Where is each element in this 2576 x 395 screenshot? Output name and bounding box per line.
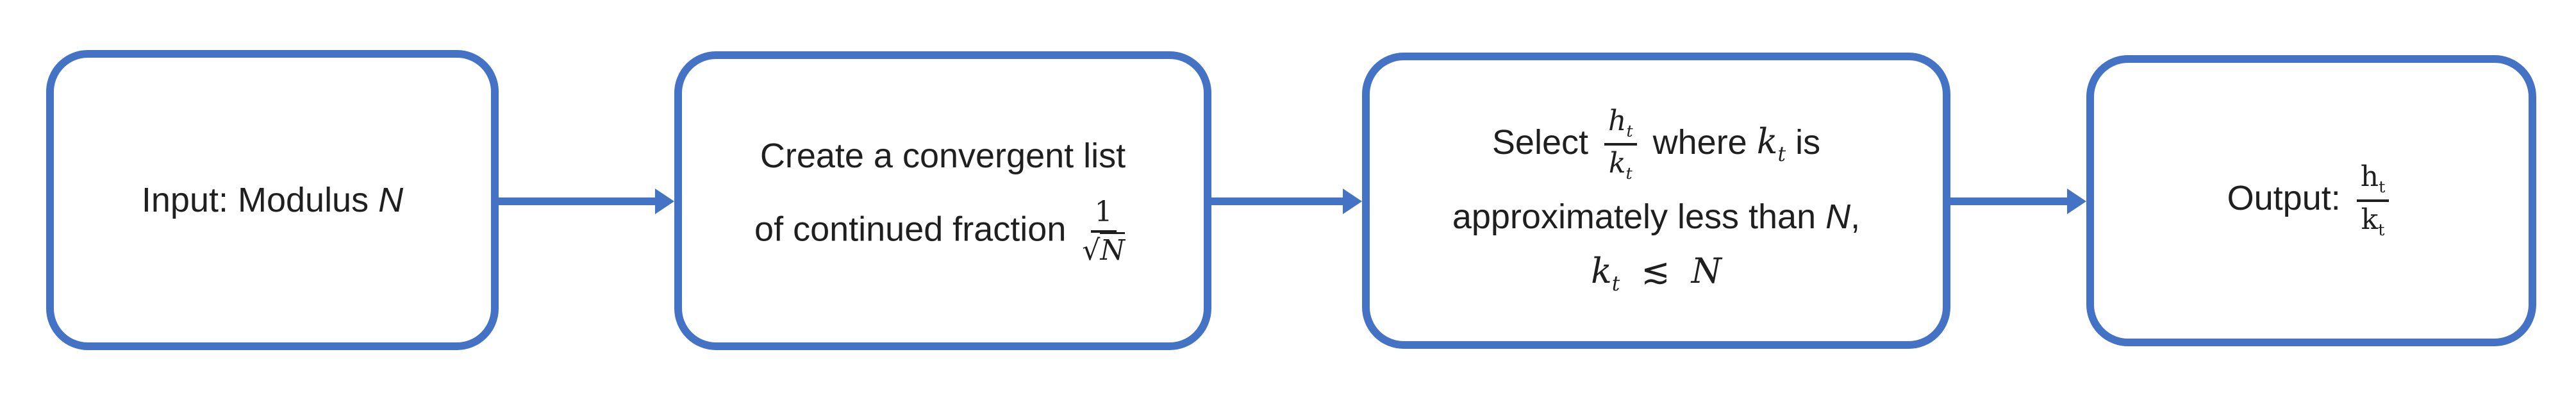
fraction-numerator: 1 [1090, 197, 1117, 233]
ht-over-kt-output-fraction: ht kt [2356, 160, 2389, 239]
k-variable: k [1591, 250, 1612, 291]
where-word: where [1652, 122, 1747, 162]
fraction-denominator: √N [1082, 232, 1125, 267]
k-variable: k [1756, 121, 1778, 162]
fraction-numerator: ht [1604, 106, 1637, 146]
arrow-line [499, 198, 655, 205]
n-variable: N [1691, 250, 1722, 291]
create-list-line1: Create a convergent list [760, 136, 1126, 176]
comma: , [1850, 197, 1861, 236]
is-word: is [1795, 122, 1821, 162]
kt-inline-variable: kt [1756, 121, 1786, 166]
one-over-sqrt-n-fraction: 1 √N [1082, 197, 1125, 267]
fraction-denominator: kt [2361, 202, 2385, 239]
flow-step-output: Output: ht kt [2086, 55, 2536, 346]
radical-sign: √ [1082, 234, 1101, 267]
output-label-text: Output: [2227, 179, 2341, 218]
numerator-subscript: t [2379, 178, 2386, 198]
modulus-variable: N [378, 181, 404, 219]
denominator-subscript: t [1625, 164, 1633, 183]
input-label: Input: Modulus N [142, 180, 403, 220]
select-line3: kt ≲ N [1591, 251, 1722, 296]
flow-arrow-2 [1211, 189, 1362, 214]
n-variable-with-comma: N, [1825, 198, 1860, 236]
flow-step-create-list: Create a convergent list of continued fr… [674, 51, 1211, 350]
create-list-text2: of continued fraction [754, 210, 1067, 249]
select-line1: Select ht kt where kt is [1492, 106, 1820, 183]
denominator-variable: k [1608, 147, 1626, 180]
arrow-line [1211, 198, 1343, 205]
select-line2: approximately less than N, [1452, 197, 1860, 237]
fraction-numerator: ht [2356, 160, 2389, 202]
n-variable: N [1825, 197, 1851, 236]
output-label: Output: ht kt [2227, 162, 2396, 239]
numerator-variable: h [1608, 104, 1627, 137]
k-subscript: t [1777, 143, 1786, 167]
create-list-text1: Create a convergent list [760, 136, 1126, 175]
radicand-variable: N [1100, 232, 1125, 267]
flow-step-input: Input: Modulus N [46, 50, 499, 350]
numerator-variable: h [2360, 160, 2379, 194]
arrow-right-icon [655, 189, 674, 214]
approximately-text: approximately less than [1452, 197, 1816, 236]
numerator-subscript: t [1626, 121, 1633, 141]
kt-condition-variable: kt [1591, 250, 1620, 296]
select-word: Select [1492, 122, 1588, 162]
fraction-denominator: kt [1609, 146, 1633, 183]
denominator-subscript: t [2378, 220, 2385, 240]
flow-step-select: Select ht kt where kt is approximately l… [1362, 53, 1950, 349]
input-label-text: Input: Modulus [141, 181, 369, 219]
k-subscript: t [1611, 272, 1620, 296]
denominator-variable: k [2361, 203, 2379, 236]
flow-arrow-1 [499, 189, 674, 214]
ht-over-kt-fraction: ht kt [1604, 106, 1637, 183]
arrow-right-icon [1343, 189, 1362, 214]
create-list-line2: of continued fraction 1 √N [754, 197, 1131, 267]
arrow-right-icon [2067, 189, 2086, 214]
flow-arrow-3 [1950, 189, 2086, 214]
less-than-similar-symbol: ≲ [1641, 250, 1670, 291]
arrow-line [1950, 198, 2067, 205]
